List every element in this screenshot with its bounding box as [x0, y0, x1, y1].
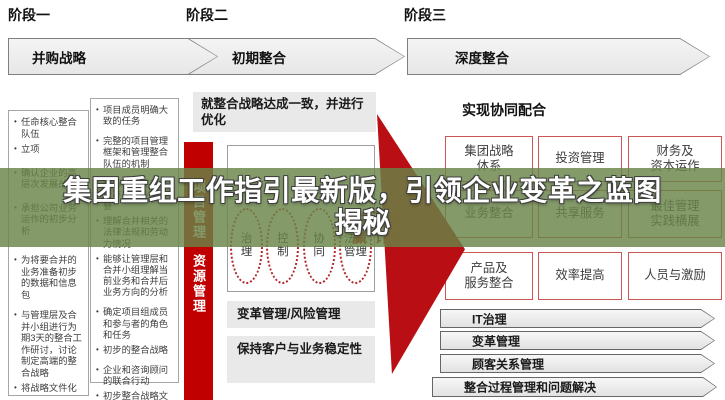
overlay-title-line2: 揭秘 — [334, 206, 391, 238]
change-risk-management-box: 变革管理/风险管理 — [227, 301, 375, 328]
banner-fill — [441, 355, 714, 372]
list-item: 与管理层及合并小组进行为期3天的整合工作研讨，讨论制定高端的整合战略 — [14, 310, 84, 379]
phase-2-label: 阶段二 — [186, 7, 228, 23]
list-item: 将战略文件化 — [14, 383, 84, 395]
banner-change-management: 变革管理 — [440, 331, 715, 350]
banner-integration-process: 整合过程管理和问题解决 — [432, 377, 717, 397]
phase-1-label: 阶段一 — [8, 7, 50, 23]
list-item: 立项 — [14, 144, 84, 156]
list-item: 企业和咨询顾问的联合行动 — [96, 365, 174, 387]
chevron-initial-integration-label: 初期整合 — [232, 50, 286, 66]
chevron-fill — [408, 39, 709, 74]
chevron-initial-integration: 初期整合 — [186, 38, 405, 75]
banner-integration-process-label: 整合过程管理和问题解决 — [464, 380, 597, 395]
list-item: 为将要合并的业务准备初步的数据和信息包 — [14, 255, 84, 301]
title-overlay-banner: 集团重组工作指引最新版，引领企业变革之蓝图 揭秘 — [0, 168, 725, 247]
list-item: 确定项目组成员和参与者的角色和任务 — [96, 307, 174, 340]
strategy-consensus-box: 就整合战略达成一致，并进行优化 — [193, 92, 376, 132]
grid-box-efficiency: 效率提高 — [538, 252, 622, 300]
list-item: 能够让管理层和合并小组理解当前业务和合并后业务方向的分析 — [96, 254, 174, 299]
list-item: 初步的整合战略 — [96, 345, 174, 356]
banner-it-governance-label: IT治理 — [472, 312, 507, 326]
banner-fill — [441, 332, 714, 349]
banner-it-governance: IT治理 — [440, 309, 715, 328]
list-item: 初步整合战略文件 — [96, 391, 174, 400]
resource-management-vertical-label: 资源管理 — [191, 254, 206, 314]
banner-change-management-label: 变革管理 — [472, 334, 521, 348]
list-item: 项目成员明确大致的任务 — [96, 105, 174, 127]
banner-fill — [441, 310, 714, 327]
synergy-title: 实现协同配合 — [462, 102, 546, 118]
grid-box-people-incentives: 人员与激励 — [628, 252, 722, 300]
banner-crm-label: 顾客关系管理 — [472, 357, 545, 371]
banner-fill — [433, 378, 716, 396]
banner-crm: 顾客关系管理 — [440, 354, 715, 373]
chevron-ma-strategy: 并购战略 — [8, 38, 218, 75]
overlay-title-line1: 集团重组工作指引最新版，引领企业变革之蓝图 — [63, 175, 662, 206]
phase-3-label: 阶段三 — [404, 7, 446, 23]
chevron-fill — [9, 39, 217, 74]
chevron-deep-integration: 深度整合 — [407, 38, 710, 75]
customer-stability-box: 保持客户与业务稳定性 — [227, 336, 375, 383]
list-item: 完整的项目管理框架和管理整合队伍的机制 — [96, 136, 174, 169]
chevron-fill — [187, 39, 404, 74]
grid-box-product-service-integration: 产品及 服务整合 — [445, 252, 533, 300]
chevron-ma-strategy-label: 并购战略 — [32, 50, 86, 66]
chevron-deep-integration-label: 深度整合 — [455, 50, 509, 66]
phase-1-task-list: 任命核心整合队伍 立项 确认企业的高层次发展战略 承担公司业务运作的初步分析 为… — [8, 110, 89, 396]
list-item: 任命核心整合队伍 — [14, 117, 84, 140]
